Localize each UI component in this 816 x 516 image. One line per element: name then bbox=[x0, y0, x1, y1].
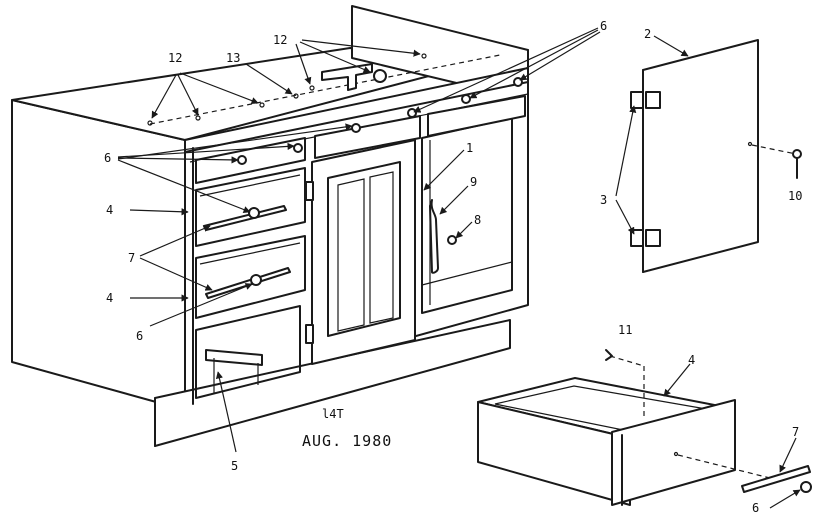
screw-11 bbox=[605, 349, 613, 361]
side-door-assembly bbox=[630, 39, 802, 273]
callout-6-lower: 6 bbox=[136, 329, 143, 343]
screw bbox=[309, 85, 315, 91]
small-drawer-front-center bbox=[314, 115, 421, 159]
cabinet-left-side-panel bbox=[11, 99, 186, 411]
loose-drawer-pull bbox=[741, 465, 811, 493]
callout-12-left: 12 bbox=[168, 51, 182, 65]
side-door-hinge-bottom-leaf bbox=[645, 229, 661, 247]
diagram-code: l4T bbox=[322, 407, 344, 421]
callout-4-drawer: 4 bbox=[688, 353, 695, 367]
callout-7-left: 7 bbox=[128, 251, 135, 265]
callout-2: 2 bbox=[644, 27, 651, 41]
center-door-hinge-bottom bbox=[305, 324, 314, 344]
callout-7-right: 7 bbox=[792, 425, 799, 439]
drawer-slide bbox=[205, 349, 263, 366]
bottom-drawer-opening bbox=[195, 305, 301, 399]
loose-drawer-assembly bbox=[477, 349, 812, 506]
drawer-box-side bbox=[477, 401, 631, 506]
center-door-hinge-top bbox=[305, 181, 314, 201]
callout-9: 9 bbox=[470, 175, 477, 189]
side-door-hinge-top-leaf bbox=[645, 91, 661, 109]
side-door-hinge-top bbox=[630, 91, 644, 109]
diagram-date: AUG. 1980 bbox=[302, 432, 392, 450]
leader-lines bbox=[117, 27, 801, 509]
door-knob bbox=[447, 235, 457, 245]
center-door-panel-frame bbox=[327, 161, 401, 337]
vanity-cabinet bbox=[11, 5, 529, 447]
screw bbox=[293, 93, 299, 99]
callout-13: 13 bbox=[226, 51, 240, 65]
callout-3: 3 bbox=[600, 193, 607, 207]
knob bbox=[351, 123, 361, 133]
callout-labels: 12 13 12 6 6 4 7 4 6 5 1 9 8 2 3 10 11 4… bbox=[104, 19, 802, 515]
door-knob-10 bbox=[792, 149, 802, 159]
knob bbox=[237, 155, 247, 165]
lower-drawer-front bbox=[195, 235, 306, 319]
callout-1: 1 bbox=[466, 141, 473, 155]
callout-10: 10 bbox=[788, 189, 802, 203]
callout-5: 5 bbox=[231, 459, 238, 473]
screw bbox=[421, 53, 427, 59]
small-drawer-front-right bbox=[427, 95, 526, 137]
knob bbox=[293, 143, 303, 153]
callout-6-right: 6 bbox=[752, 501, 759, 515]
loose-drawer-knob bbox=[800, 481, 812, 493]
screw bbox=[259, 102, 265, 108]
faucet-handle bbox=[373, 69, 387, 83]
pull-knob-upper bbox=[248, 207, 260, 219]
callout-11: 11 bbox=[618, 323, 632, 337]
callout-6-left: 6 bbox=[104, 151, 111, 165]
knob bbox=[461, 94, 471, 104]
screw bbox=[147, 120, 153, 126]
small-drawer-front-left bbox=[195, 137, 306, 184]
callout-4-lower: 4 bbox=[106, 291, 113, 305]
door-handle bbox=[429, 199, 439, 274]
callout-8: 8 bbox=[474, 213, 481, 227]
pull-knob-lower bbox=[250, 274, 262, 286]
faucet bbox=[321, 63, 373, 91]
screw bbox=[195, 115, 201, 121]
callout-6-top: 6 bbox=[600, 19, 607, 33]
drawer-front-panel bbox=[611, 399, 736, 506]
knob bbox=[407, 108, 417, 118]
callout-4-upper: 4 bbox=[106, 203, 113, 217]
callout-12-top: 12 bbox=[273, 33, 287, 47]
